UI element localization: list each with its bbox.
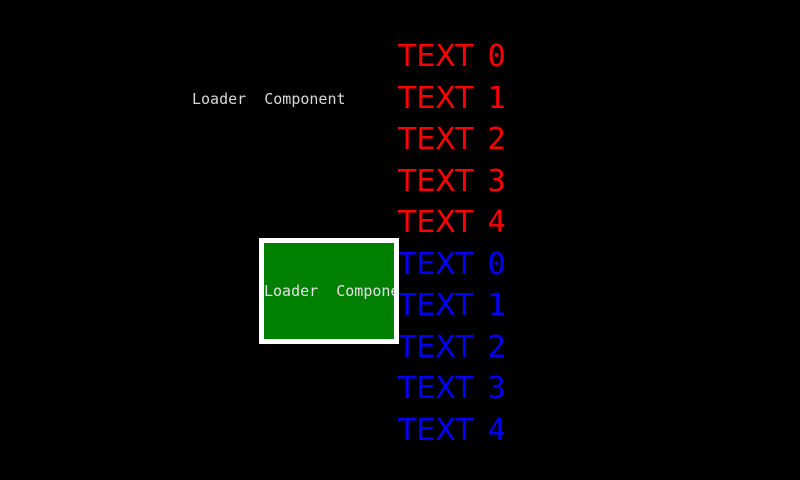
text-list-item: TEXT 4	[398, 410, 578, 452]
text-list-item-index: 3	[487, 371, 506, 406]
text-list-item-index: 0	[487, 39, 506, 74]
loader-component-box-label: Loader Component	[264, 282, 394, 300]
text-list-item-index: 0	[487, 246, 506, 282]
text-list-item-word: TEXT	[398, 80, 474, 116]
text-list-item-index: 4	[487, 205, 506, 240]
text-list-item-index: 1	[487, 288, 506, 323]
text-list-item-index: 4	[487, 412, 506, 448]
text-list-item-index: 2	[487, 329, 506, 365]
text-list-item: TEXT 2	[398, 327, 578, 369]
loader-component-box-inner: Loader Component	[264, 243, 394, 339]
loader-component-label-plain: Loader Component	[192, 90, 346, 108]
text-list-item-word: TEXT	[398, 412, 474, 448]
text-list-item-word: TEXT	[398, 205, 474, 240]
text-list-item: TEXT 1	[398, 285, 578, 327]
text-list-item-word: TEXT	[398, 288, 474, 323]
text-list-item: TEXT 0	[398, 36, 578, 78]
text-list-item: TEXT 3	[398, 161, 578, 203]
text-list-item-word: TEXT	[398, 371, 474, 406]
text-list-item: TEXT 2	[398, 119, 578, 161]
text-list-item-word: TEXT	[398, 329, 474, 365]
text-list-item-index: 1	[487, 80, 506, 116]
text-list-item: TEXT 0	[398, 244, 578, 286]
text-list-item-word: TEXT	[398, 39, 474, 74]
text-list-item-word: TEXT	[398, 246, 474, 282]
text-list-item: TEXT 1	[398, 78, 578, 120]
text-list-item: TEXT 3	[398, 368, 578, 410]
text-list-item-word: TEXT	[398, 122, 474, 157]
text-list-item-word: TEXT	[398, 163, 474, 199]
text-list-item-index: 3	[487, 163, 506, 199]
text-list-item-index: 2	[487, 122, 506, 157]
text-list-item: TEXT 4	[398, 202, 578, 244]
loader-component-box: Loader Component	[259, 238, 399, 344]
